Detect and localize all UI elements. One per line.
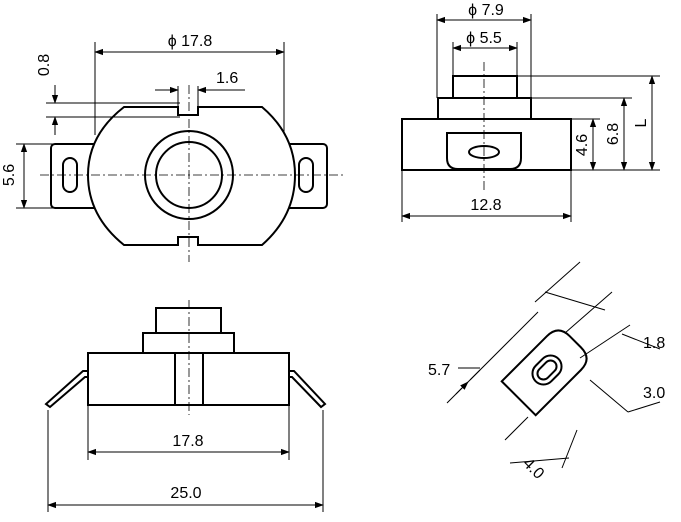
slot-width-label: 1.8: [643, 335, 665, 352]
body-height-label: 4.6: [574, 134, 591, 156]
notch-width-label: 1.6: [216, 70, 238, 87]
front-overall-width-label: 25.0: [170, 485, 201, 502]
front-view: 17.8 25.0: [44, 300, 327, 512]
side-body-width-label: 12.8: [470, 197, 501, 214]
side-actuator-cap: [452, 75, 518, 99]
side-view: ϕ 7.9 ϕ 5.5 4.6 6.8 L 12.8: [401, 2, 660, 222]
overall-height-label: L: [633, 118, 650, 127]
tab-width-label: 5.7: [428, 362, 450, 379]
lug-height-label: 5.6: [1, 164, 18, 186]
top-view: ϕ 17.8 0.8 1.6 5.6: [1, 33, 345, 262]
terminal-detail-view: 5.7 1.8 3.0 4.0: [428, 261, 665, 483]
total-height-label: 6.8: [605, 123, 622, 145]
front-center-slot: [174, 352, 204, 406]
lug-offset-label: 0.8: [36, 54, 53, 76]
side-actuator-collar: [437, 97, 532, 120]
inner-diameter-label: ϕ 5.5: [466, 30, 502, 47]
right-terminal-lead: [288, 370, 327, 409]
front-actuator-collar: [142, 332, 235, 354]
slot-length-label: 3.0: [643, 385, 665, 402]
front-actuator-cap: [155, 307, 222, 334]
outer-diameter-label: ϕ 7.9: [468, 2, 504, 19]
front-body-width-label: 17.8: [172, 433, 203, 450]
left-terminal-lead: [44, 370, 89, 409]
top-overall-diameter-label: ϕ 17.8: [168, 33, 213, 50]
tab-length-label: 4.0: [519, 455, 547, 483]
